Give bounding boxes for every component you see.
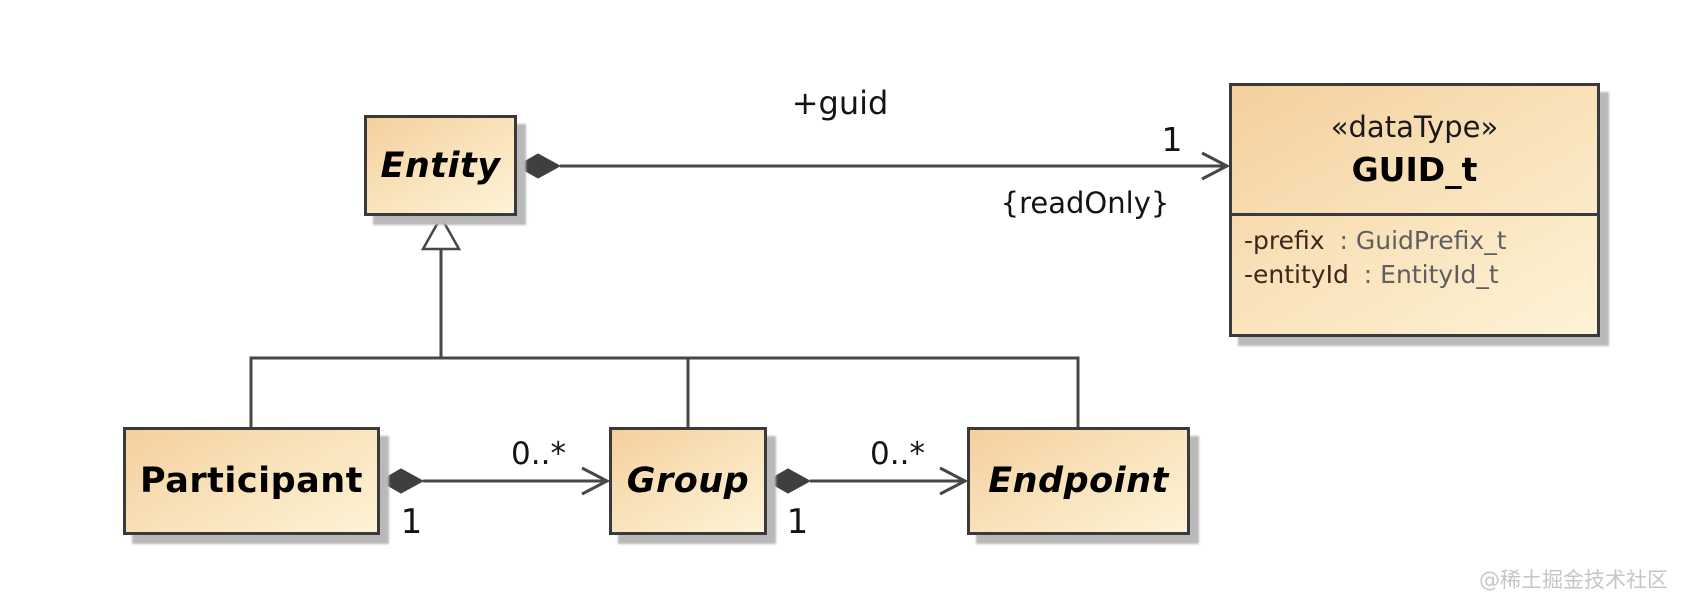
attribute-name: -entityId <box>1244 260 1349 289</box>
class-name-guid-t: GUID_t <box>1351 150 1478 189</box>
guid-multiplicity-label: 1 <box>1161 120 1183 159</box>
generalization-triangle-icon <box>420 214 462 251</box>
composition-diamond-group-icon <box>765 468 812 494</box>
class-box-endpoint: Endpoint <box>967 427 1190 535</box>
attribute-type: : GuidPrefix_t <box>1339 226 1507 255</box>
class-name-group: Group <box>626 461 750 501</box>
guid-role-label: +guid <box>791 84 889 122</box>
attribute-name: -prefix <box>1244 226 1325 255</box>
class-name-participant: Participant <box>140 461 363 501</box>
guid-t-header-compartment: «dataType» GUID_t <box>1232 86 1597 216</box>
class-box-guid-t: «dataType» GUID_t -prefix : GuidPrefix_t… <box>1229 83 1600 337</box>
attribute-row: -entityId : EntityId_t <box>1244 258 1591 292</box>
generalization-bus-line <box>249 356 1080 427</box>
class-name-endpoint: Endpoint <box>988 461 1169 501</box>
attribute-row: -prefix : GuidPrefix_t <box>1244 224 1591 258</box>
guid-t-attribute-compartment: -prefix : GuidPrefix_t -entityId : Entit… <box>1232 216 1597 292</box>
group-endpoint-source-multiplicity-label: 1 <box>786 502 809 542</box>
attribute-type: : EntityId_t <box>1363 260 1499 289</box>
class-name-entity: Entity <box>380 145 501 186</box>
participant-group-target-multiplicity-label: 0..* <box>511 436 566 472</box>
class-box-group: Group <box>609 427 767 535</box>
guid-t-stereotype: «dataType» <box>1330 110 1499 144</box>
composition-diamond-participant-icon <box>378 468 425 494</box>
guid-readonly-constraint-label: {readOnly} <box>1000 186 1170 220</box>
participant-group-open-arrow-icon <box>581 466 611 496</box>
group-endpoint-open-arrow-icon <box>939 466 969 496</box>
class-box-entity: Entity <box>364 115 517 216</box>
group-endpoint-target-multiplicity-label: 0..* <box>870 436 925 472</box>
composition-diamond-entity-icon <box>515 153 562 179</box>
watermark-text: @稀土掘金技术社区 <box>1479 568 1668 592</box>
guid-association-open-arrow-icon <box>1201 151 1231 181</box>
participant-group-source-multiplicity-label: 1 <box>400 502 423 542</box>
class-box-participant: Participant <box>123 427 380 535</box>
